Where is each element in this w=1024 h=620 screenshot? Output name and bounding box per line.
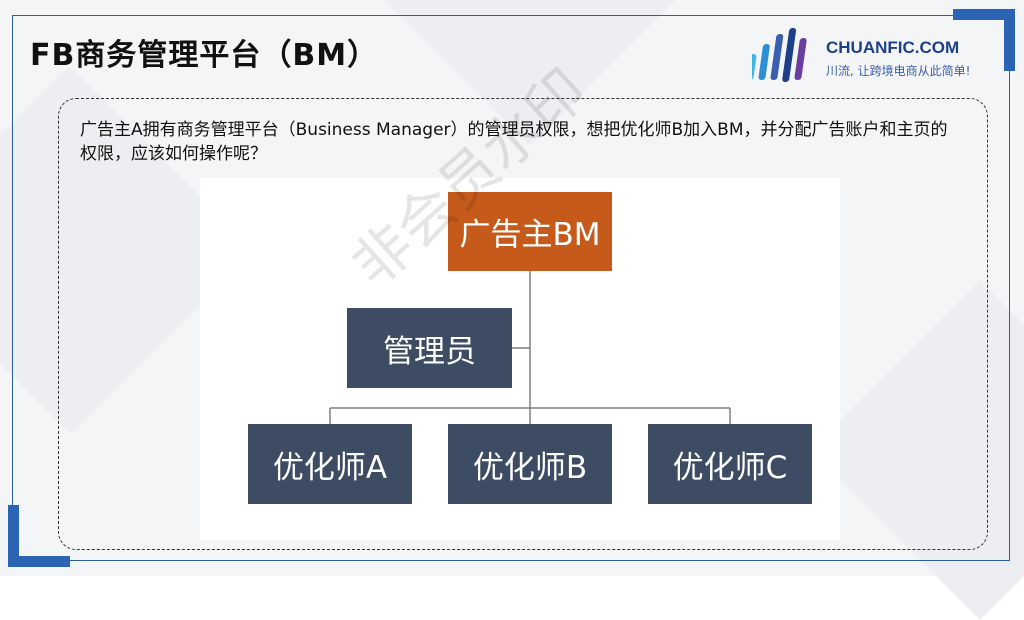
corner-accent-bottom-left [8,556,70,567]
bar-stripes-logo-icon [752,28,807,82]
corner-accent-bottom-left [8,505,19,567]
node-admin: 管理员 [347,308,512,388]
page-title: FB商务管理平台（BM） [30,38,379,73]
logo-slogan: 川流, 让跨境电商从此简单! [826,64,971,78]
logo-name: CHUANFIC.COM [826,38,960,57]
content-box [58,98,988,550]
corner-accent-top-right [1004,9,1015,71]
node-optimizer-c: 优化师C [648,424,812,504]
node-optimizer-a: 优化师A [248,424,412,504]
node-optimizer-b: 优化师B [448,424,612,504]
brand-logo: CHUANFIC.COM 川流, 让跨境电商从此简单! [752,24,982,88]
corner-accent-top-right [953,9,1015,20]
question-text: 广告主A拥有商务管理平台（Business Manager）的管理员权限，想把优… [80,120,948,164]
org-chart: 广告主BM 管理员 优化师A 优化师B 优化师C [200,178,840,540]
connector-lines [329,271,731,424]
slide-frame [12,15,1010,561]
node-root-bm: 广告主BM [448,192,612,271]
